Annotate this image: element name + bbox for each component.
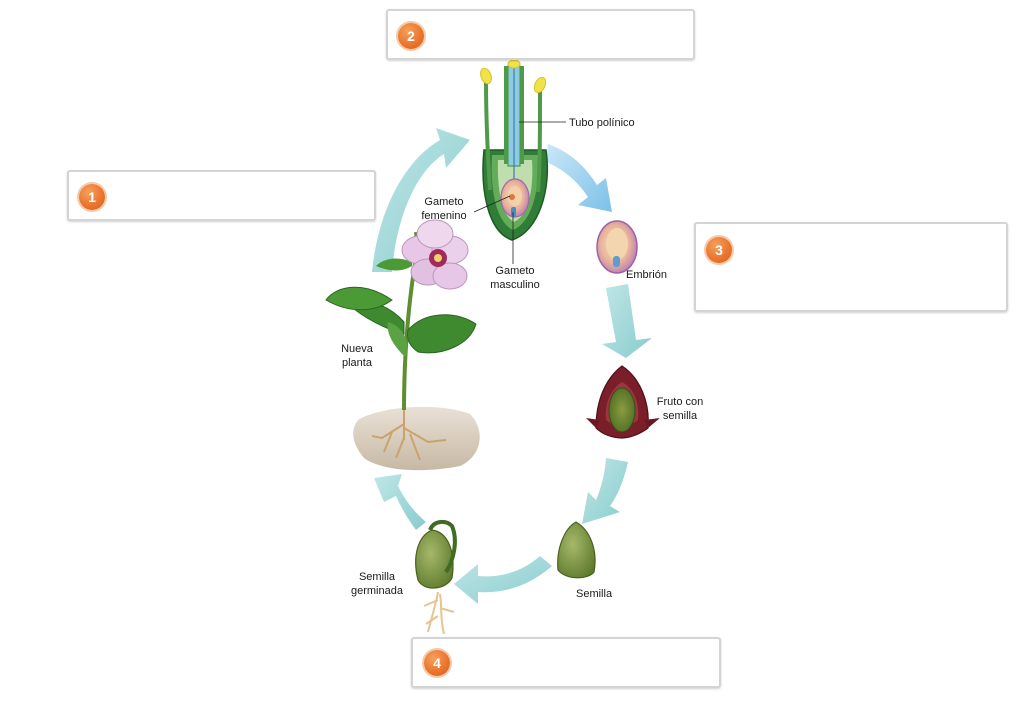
new-plant-illustration [325,219,480,471]
label-female-gamete-line2: femenino [421,210,467,222]
label-new-plant-line1: Nueva [341,343,373,355]
label-fruit-line1: Fruto con [656,396,704,408]
label-female-gamete-line1: Gameto [424,196,464,208]
label-male-gamete-line2: masculino [490,279,540,291]
flower-cross-section-illustration [480,59,549,241]
answer-box-step-3[interactable] [694,222,1008,312]
label-new-plant: Nueva planta [332,342,382,370]
answer-box-step-2[interactable] [386,9,695,60]
cycle-arrow-embryo-to-fruit [602,284,652,358]
seed-illustration [557,521,596,579]
label-male-gamete: Gameto masculino [484,264,546,292]
label-germinated-line1: Semilla [358,571,396,583]
label-female-gamete: Gameto femenino [412,195,476,223]
cycle-arrow-fruit-to-seed [582,458,628,524]
label-germinated-seed: Semilla germinada [344,570,410,598]
answer-box-step-4[interactable] [411,637,721,688]
label-new-plant-line2: planta [342,357,372,369]
cycle-arrow-flower-to-embryo [546,144,612,212]
label-seed: Semilla [576,588,613,600]
fruit-illustration [586,365,660,439]
leader-line-female-gamete [473,195,511,213]
label-pollen-tube: Tubo polínico [569,117,635,129]
step-badge-4: 4 [424,650,450,676]
cycle-arrow-plant-to-flower [372,128,470,272]
label-germinated-line2: germinada [351,585,403,597]
label-male-gamete-line1: Gameto [495,265,535,277]
answer-box-step-1[interactable] [67,170,376,221]
embryo-illustration [596,220,638,274]
label-fruit-line2: semilla [662,410,698,422]
cycle-arrow-seed-to-germinated [454,556,552,604]
step-badge-2: 2 [398,23,424,49]
step-badge-1: 1 [79,184,105,210]
cycle-arrow-germinated-to-plant [374,474,426,530]
germinated-seed-illustration [415,519,457,635]
step-badge-3: 3 [706,237,732,263]
hibiscus-flower [401,219,469,290]
label-fruit-with-seed: Fruto con semilla [650,395,710,423]
label-embryo: Embrión [626,269,667,281]
